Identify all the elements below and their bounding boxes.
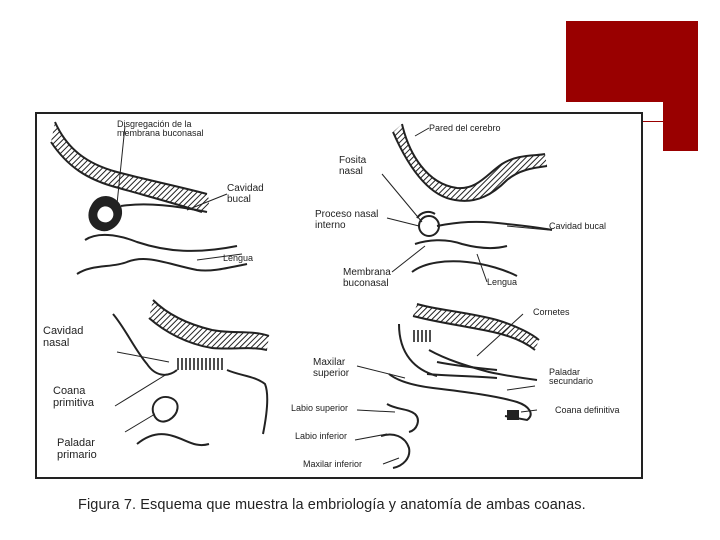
label-pared-cerebro: Pared del cerebro xyxy=(429,123,501,133)
brain-wall-hatched xyxy=(393,124,547,201)
label-proceso-nasal: Proceso nasal interno xyxy=(315,209,379,231)
label-cavidad-bucal-left-line-2: bucal xyxy=(227,193,251,205)
embryology-diagram xyxy=(50,121,553,469)
label-membrana-line-2: buconasal xyxy=(343,277,389,289)
label-lengua-right: Lengua xyxy=(487,277,518,287)
brain-wall-hatched xyxy=(51,122,210,212)
label-fosita-nasal: Fosita nasal xyxy=(339,155,367,177)
label-paladar-secundario: Paladar secundario xyxy=(549,367,594,387)
label-cornetes: Cornetes xyxy=(533,307,570,317)
label-labio-inferior: Labio inferior xyxy=(295,431,348,441)
label-coana-primitiva-line-2: primitiva xyxy=(53,396,94,409)
label-coana-definitiva: Coana definitiva xyxy=(555,405,620,415)
label-paladar-secundario-line-2: secundario xyxy=(549,376,594,387)
skull-base-hatched xyxy=(413,304,539,350)
figure-frame: Disgregación de la membrana buconasal Ca… xyxy=(35,112,643,479)
label-coana-primitiva: Coana primitiva xyxy=(53,385,94,409)
label-cavidad-nasal: Cavidad nasal xyxy=(43,325,84,349)
label-cavidad-bucal-left-line-1: Cavidad xyxy=(227,183,264,194)
label-proceso-nasal-line-2: interno xyxy=(315,219,346,231)
label-membrana-line-1: Membrana xyxy=(343,267,391,278)
panel-top-left xyxy=(50,121,248,275)
label-membrana-buconasal: Membrana buconasal xyxy=(343,267,391,289)
figure-caption: Figura 7. Esquema que muestra la embriol… xyxy=(78,497,586,513)
label-maxilar-superior: Maxilar superior xyxy=(313,357,350,379)
panel-top-right xyxy=(381,123,553,283)
label-paladar-primario-line-2: primario xyxy=(57,448,97,461)
label-labio-superior: Labio superior xyxy=(291,403,349,413)
label-maxilar-inferior: Maxilar inferior xyxy=(303,459,363,469)
label-cavidad-nasal-line-2: nasal xyxy=(43,336,70,349)
label-proceso-nasal-line-1: Proceso nasal xyxy=(315,209,379,220)
label-disgregacion-line-2: membrana buconasal xyxy=(117,128,204,139)
label-disgregacion: Disgregación de la membrana buconasal xyxy=(117,119,204,139)
label-lengua-left: Lengua xyxy=(223,253,254,263)
palate-hatched xyxy=(149,300,269,350)
label-fosita-nasal-line-2: nasal xyxy=(339,165,363,177)
label-paladar-secundario-line-1: Paladar xyxy=(549,367,581,377)
label-paladar-primario-line-1: Paladar xyxy=(57,437,95,449)
label-paladar-primario: Paladar primario xyxy=(57,437,97,461)
panel-bottom-right xyxy=(354,303,540,469)
label-fosita-nasal-line-1: Fosita xyxy=(339,155,367,166)
label-maxilar-superior-line-2: superior xyxy=(313,367,350,379)
label-disgregacion-line-1: Disgregación de la xyxy=(117,119,192,129)
label-maxilar-superior-line-1: Maxilar xyxy=(313,357,346,368)
label-cavidad-bucal-right: Cavidad bucal xyxy=(549,221,607,231)
label-cavidad-bucal-left: Cavidad bucal xyxy=(227,183,264,205)
panel-bottom-left xyxy=(112,299,270,446)
label-coana-primitiva-line-1: Coana xyxy=(53,385,86,397)
label-cavidad-nasal-line-1: Cavidad xyxy=(43,325,84,337)
red-square-line-vertical xyxy=(663,121,664,151)
